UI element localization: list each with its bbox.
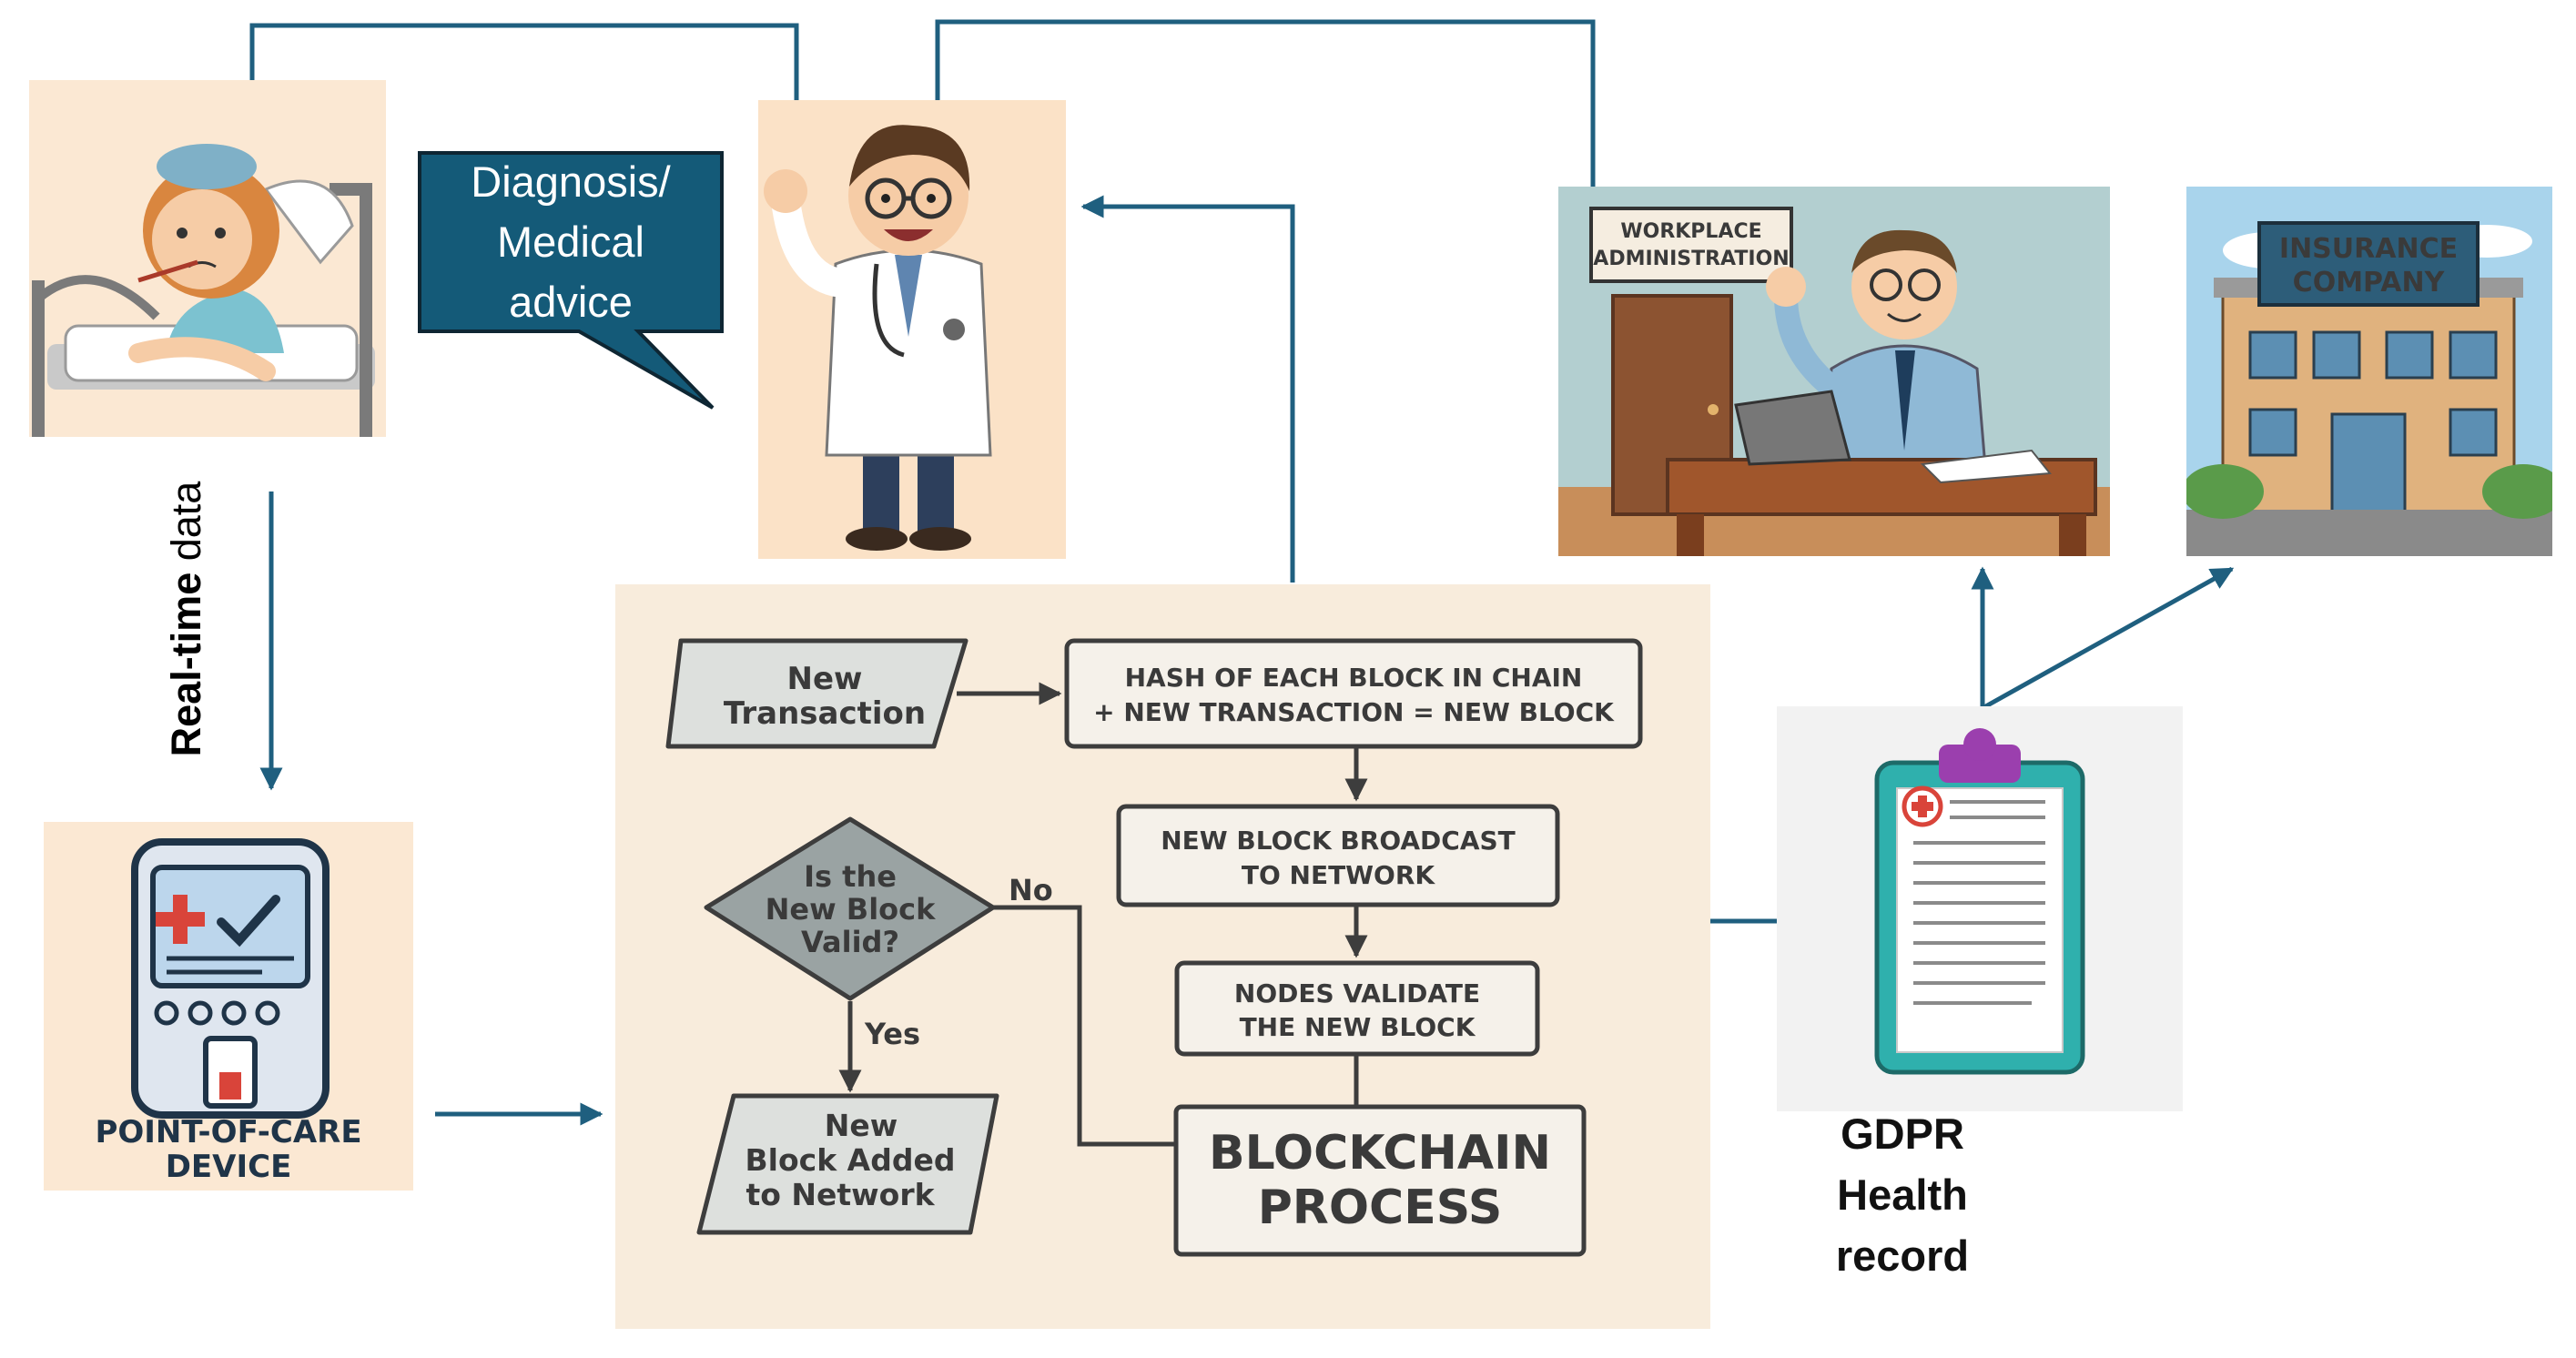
- flow-edge-no-loop: [989, 905, 1176, 1147]
- insurance-illustration: INSURANCE COMPANY: [2186, 187, 2552, 556]
- new-transaction-line2: Transaction: [724, 695, 926, 732]
- blockchain-to-doctor-arrow: [1080, 195, 1295, 583]
- no-label: No: [1009, 873, 1053, 907]
- validate-line1: NODES VALIDATE: [1234, 978, 1480, 1008]
- process-line2: PROCESS: [1258, 1181, 1503, 1235]
- insurance-sign-line2: COMPANY: [2293, 267, 2446, 299]
- node-validate: [1174, 960, 1540, 1057]
- speech-bubble: [418, 151, 724, 410]
- new-transaction-line1: New: [787, 661, 863, 697]
- patient-illustration: [29, 80, 386, 437]
- workplace-sign-line1: WORKPLACE: [1620, 220, 1761, 243]
- decision-line1: Is the: [804, 859, 897, 894]
- speech-line-1: Diagnosis/: [471, 157, 671, 206]
- doctor-workplace-link: [935, 19, 1596, 187]
- node-block-added: [696, 1093, 999, 1235]
- health-record-clipboard: [1777, 706, 2183, 1111]
- workplace-sign-line2: ADMINISTRATION: [1593, 248, 1789, 270]
- broadcast-line1: NEW BLOCK BROADCAST: [1161, 826, 1516, 856]
- realtime-regular: data: [163, 481, 209, 562]
- record-to-insurance-arrow: [1981, 566, 2235, 711]
- blockchain-flowchart: New Transaction HASH OF EACH BLOCK IN CH…: [615, 584, 1710, 1329]
- doctor-illustration: [758, 100, 1066, 559]
- insurance-sign-line1: INSURANCE: [2279, 233, 2458, 265]
- speech-line-2: Medical: [497, 218, 644, 266]
- realtime-bold: Real-time: [163, 572, 209, 757]
- added-line2: Block Added: [745, 1142, 956, 1178]
- node-hash-block: [1064, 638, 1643, 749]
- broadcast-line2: TO NETWORK: [1242, 860, 1436, 890]
- gdpr-line-1: GDPR: [1841, 1110, 1964, 1158]
- speech-bubble-text: Diagnosis/ Medical advice: [420, 153, 722, 331]
- decision-line3: Valid?: [801, 925, 899, 959]
- gdpr-line-2: Health: [1837, 1171, 1968, 1219]
- patient-doctor-link: [249, 23, 799, 102]
- point-of-care-device: POINT-OF-CARE DEVICE: [44, 822, 413, 1191]
- process-line1: BLOCKCHAIN: [1209, 1126, 1551, 1181]
- poc-label-line1: POINT-OF-CARE: [95, 1114, 361, 1150]
- speech-line-3: advice: [509, 278, 633, 326]
- node-new-transaction: [665, 638, 969, 749]
- gdpr-line-3: record: [1835, 1231, 1970, 1280]
- yes-label: Yes: [864, 1017, 920, 1051]
- validate-line2: THE NEW BLOCK: [1240, 1012, 1476, 1042]
- node-decision: [704, 816, 996, 1001]
- hash-line1: HASH OF EACH BLOCK IN CHAIN: [1125, 663, 1583, 693]
- added-line1: New: [825, 1108, 898, 1143]
- workplace-illustration: WORKPLACE ADMINISTRATION: [1558, 187, 2110, 556]
- hash-line2: + NEW TRANSACTION = NEW BLOCK: [1093, 697, 1615, 727]
- poc-label-line2: DEVICE: [166, 1149, 292, 1185]
- decision-line2: New Block: [766, 892, 937, 927]
- node-blockchain-process: [1173, 1104, 1587, 1257]
- gdpr-health-record-caption: GDPR Health record: [1784, 1103, 2021, 1286]
- added-line3: to Network: [745, 1177, 935, 1212]
- node-broadcast: [1116, 804, 1560, 907]
